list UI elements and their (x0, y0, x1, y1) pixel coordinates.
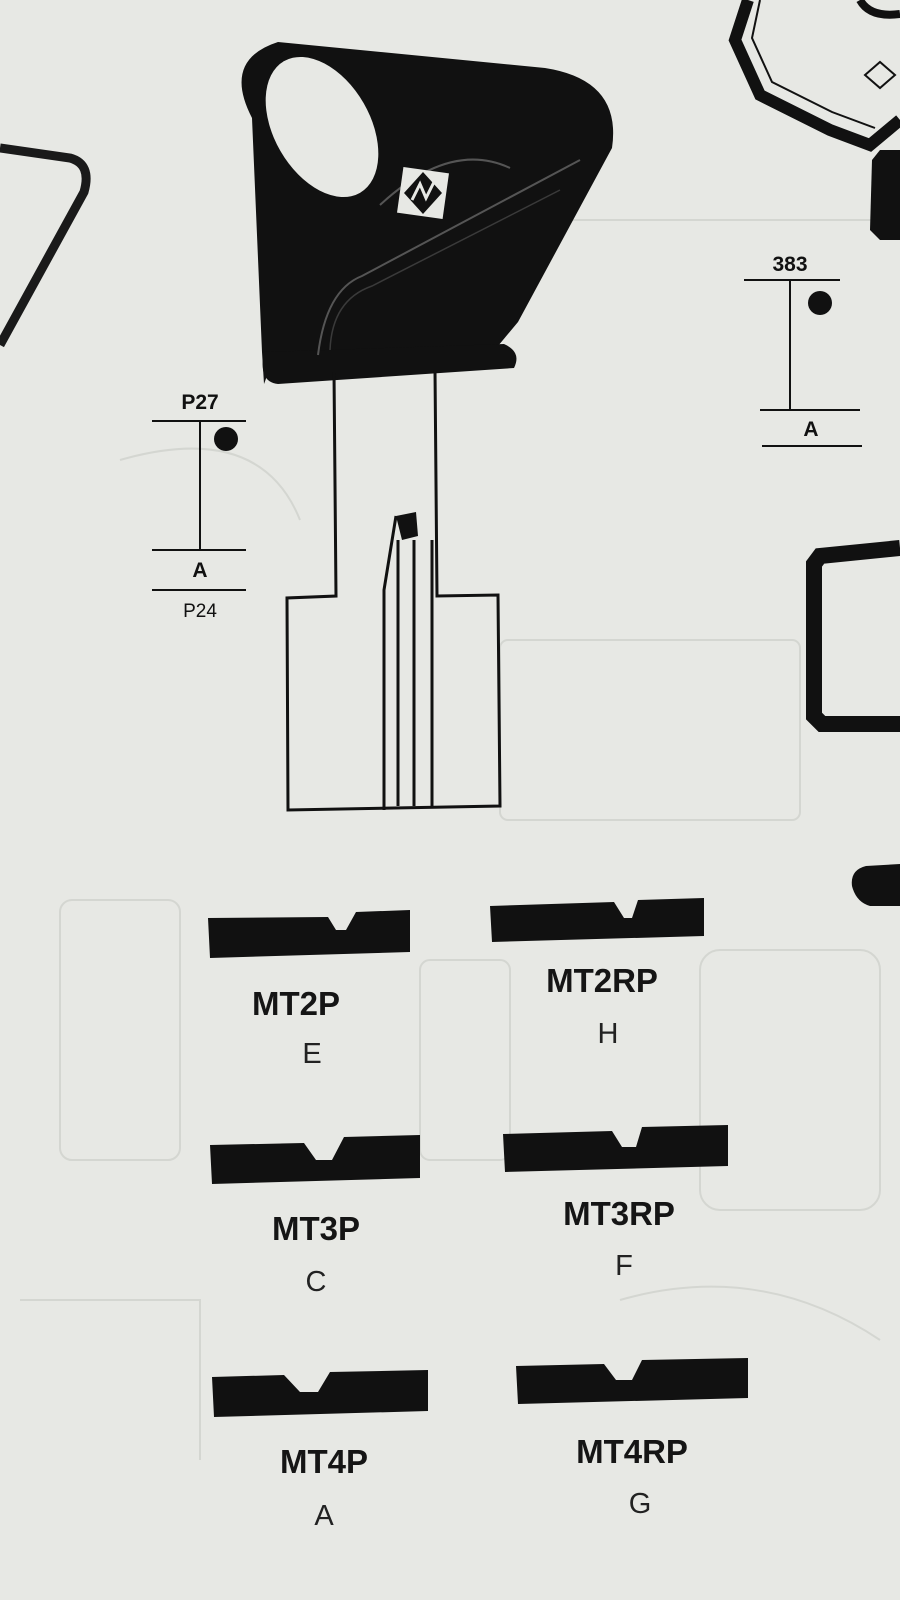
gauge-dot (214, 427, 238, 451)
key-bow-plate (262, 344, 517, 384)
profile-shape-mt2rp (490, 898, 704, 942)
profile-code-mt4p: A (314, 1500, 334, 1532)
gauge-dot (808, 291, 832, 315)
key-shank-outline (285, 369, 502, 812)
right-gauge-bottom-label: A (803, 418, 819, 441)
profile-code-mt2rp: H (597, 1018, 619, 1050)
left-gauge-top-label: P27 (181, 391, 219, 414)
key-hole (265, 56, 379, 198)
profile-shape-mt2p (208, 910, 410, 958)
profile-name-mt3rp: MT3RP (563, 1195, 675, 1232)
right-gauge-top-label: 383 (772, 253, 808, 276)
profile-code-mt2p: E (302, 1038, 322, 1070)
profile-shape-mt4p (212, 1370, 428, 1417)
profile-name-mt4rp: MT4RP (576, 1433, 688, 1470)
profile-code-mt3p: C (305, 1266, 327, 1298)
profile-code-mt3rp: F (615, 1250, 633, 1282)
profile-name-mt4p: MT4P (279, 1443, 369, 1480)
crossed-s-logo-icon (397, 167, 449, 219)
profile-name-mt2rp: MT2RP (546, 962, 658, 999)
profile-name-mt3p: MT3P (271, 1210, 361, 1247)
left-gauge-sub-label: P24 (183, 601, 217, 622)
profile-shape-mt3p (210, 1135, 420, 1184)
profile-shape-mt4rp (516, 1358, 748, 1404)
left-gauge-bottom-label: A (192, 559, 208, 582)
profile-code-mt4rp: G (628, 1488, 652, 1520)
profile-shape-mt3rp (503, 1125, 728, 1172)
profile-name-mt2p: MT2P (251, 985, 341, 1022)
